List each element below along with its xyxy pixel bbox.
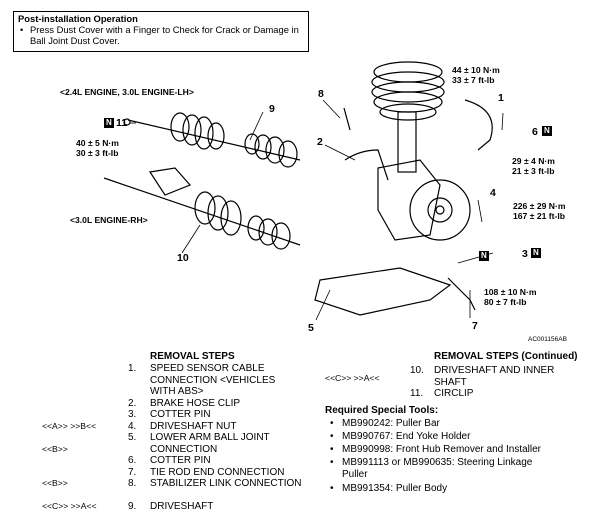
tie-rod-end [447, 277, 476, 311]
steering-knuckle [377, 159, 441, 241]
callout-6: 6 [532, 126, 538, 138]
step-10-text: DRIVESHAFT AND INNER [434, 365, 555, 376]
callout-7: 7 [472, 320, 478, 332]
step-8-text: STABILIZER LINK CONNECTION [150, 478, 302, 489]
step-3-text: COTTER PIN [150, 409, 211, 420]
rh-shaft [103, 177, 301, 246]
lower-arm [314, 267, 452, 316]
step-8-marks: <<B>> [42, 478, 68, 488]
callout-1: 1 [498, 92, 504, 104]
rh-inner-boot [194, 191, 242, 236]
special-tools-list: •MB990242: Puller Bar •MB990767: End Yok… [0, 418, 608, 518]
strut-body [397, 111, 417, 173]
note-bullet: Press Dust Cover with a Finger to Check … [18, 24, 304, 46]
step-3-num: 3. [128, 409, 137, 420]
torque-3-ftlb: 21 ± 3 ft-lb [512, 166, 555, 176]
step-5-text: LOWER ARM BALL JOINT [150, 432, 270, 443]
step-1-num: 1. [128, 363, 137, 374]
removal-steps-continued-title: REMOVAL STEPS (Continued) [434, 351, 578, 362]
step-6-num: 6. [128, 455, 137, 466]
callout-5: 5 [308, 322, 314, 334]
torque-5-ftlb: 80 ± 7 ft-lb [484, 297, 527, 307]
torque-2-ftlb: 33 ± 7 ft-lb [452, 75, 495, 85]
callout-4: 4 [490, 187, 496, 199]
step-11-text: CIRCLIP [434, 388, 474, 399]
callout-3-nut-box: N [531, 248, 541, 258]
step-9-text: DRIVESHAFT [150, 501, 214, 512]
step-5-marks: <<B>> [42, 443, 68, 454]
coil-spring [371, 61, 445, 121]
figure-code: AC001156AB [528, 336, 567, 343]
driveshaft-illustration [103, 61, 504, 321]
engine-lh-label: <2.4L ENGINE, 3.0L ENGINE-LH> [60, 87, 194, 97]
removal-steps-title: REMOVAL STEPS [150, 351, 235, 362]
lh-outer-boot [244, 133, 298, 168]
torque-4-ftlb: 167 ± 21 ft-lb [513, 211, 565, 221]
step-2-num: 2. [128, 397, 137, 409]
step-7-num: 7. [128, 466, 137, 478]
step-2-text: BRAKE HOSE CLIP [150, 397, 241, 409]
note-title: Post-installation Operation [18, 13, 138, 24]
callout-11-nut-box: N [104, 118, 114, 128]
torque-4-nm: 226 ± 29 N·m [513, 201, 566, 211]
circlip [123, 118, 131, 126]
special-tools-header: Required Special Tools: [325, 405, 439, 416]
step-7-text: TIE ROD END CONNECTION [150, 466, 285, 478]
lh-shaft [127, 119, 301, 161]
center-bearing-bracket [148, 167, 192, 196]
step-1-text-3: WITH ABS> [150, 386, 204, 397]
stabilizer-link [343, 107, 351, 131]
removal-steps-header: REMOVAL STEPS [150, 351, 235, 363]
brake-hose [344, 149, 389, 181]
hub [427, 197, 453, 223]
step-6-text: COTTER PIN [150, 455, 211, 466]
nut-box-108: N [479, 251, 489, 261]
step-11-num: 11. [410, 388, 424, 399]
step-10-marks: <<C>> >>A<< [325, 373, 380, 383]
step-1-text-2: CONNECTION <VEHICLES [150, 374, 276, 386]
torque-2-nm: 44 ± 10 N·m [452, 65, 500, 75]
callout-10: 10 [177, 252, 189, 264]
step-5-num: 5. [128, 432, 137, 443]
removal-steps-list: 1. SPEED SENSOR CABLE CONNECTION <VEHICL… [0, 363, 340, 523]
tool-item: •MB990998: Front Hub Remover and Install… [330, 444, 541, 455]
step-8-num: 8. [128, 478, 137, 489]
brake-rotor [409, 179, 471, 241]
callout-3: 3 [522, 248, 528, 260]
step-5-text-2: CONNECTION [150, 443, 218, 455]
step-4-num: 4. [128, 420, 137, 432]
lh-inner-boot [170, 112, 225, 150]
callout-9: 9 [269, 103, 275, 115]
torque-1-ftlb: 30 ± 3 ft-lb [76, 148, 119, 158]
callout-2: 2 [317, 136, 323, 148]
callout-8: 8 [318, 88, 324, 100]
engine-rh-label: <3.0L ENGINE-RH> [70, 215, 148, 225]
step-4-marks: <<A>> >>B<< [42, 420, 97, 431]
post-installation-note: Post-installation Operation Press Dust C… [13, 11, 309, 52]
step-9-num: 9. [128, 501, 137, 512]
step-9-marks: <<C>> >>A<< [42, 501, 97, 511]
torque-5-nm: 108 ± 10 N·m [484, 287, 537, 297]
step-10-num: 10. [410, 365, 424, 376]
tool-item: •MB990242: Puller Bar [330, 418, 440, 429]
tool-item: •MB990767: End Yoke Holder [330, 431, 471, 442]
torque-3-nm: 29 ± 4 N·m [512, 156, 555, 166]
removal-steps-continued-header: REMOVAL STEPS (Continued) [434, 351, 578, 363]
tool-item: •MB991354: Puller Body [330, 483, 448, 494]
speed-sensor-cable [464, 99, 493, 151]
step-1-text: SPEED SENSOR CABLE [150, 363, 265, 374]
tool-item-continuation: Puller [342, 469, 368, 480]
removal-steps-continued-list: <<C>> >>A<< 10. DRIVESHAFT AND INNER SHA… [0, 363, 608, 403]
step-4-text: DRIVESHAFT NUT [150, 420, 237, 432]
callout-11: 11 [116, 117, 128, 129]
tool-item: •MB991113 or MB990635: Steering Linkage [330, 457, 533, 468]
step-10-text-2: SHAFT [434, 376, 467, 388]
torque-1-nm: 40 ± 5 N·m [76, 138, 119, 148]
rh-outer-boot [247, 215, 291, 250]
callout-6-nut-box: N [542, 126, 552, 136]
